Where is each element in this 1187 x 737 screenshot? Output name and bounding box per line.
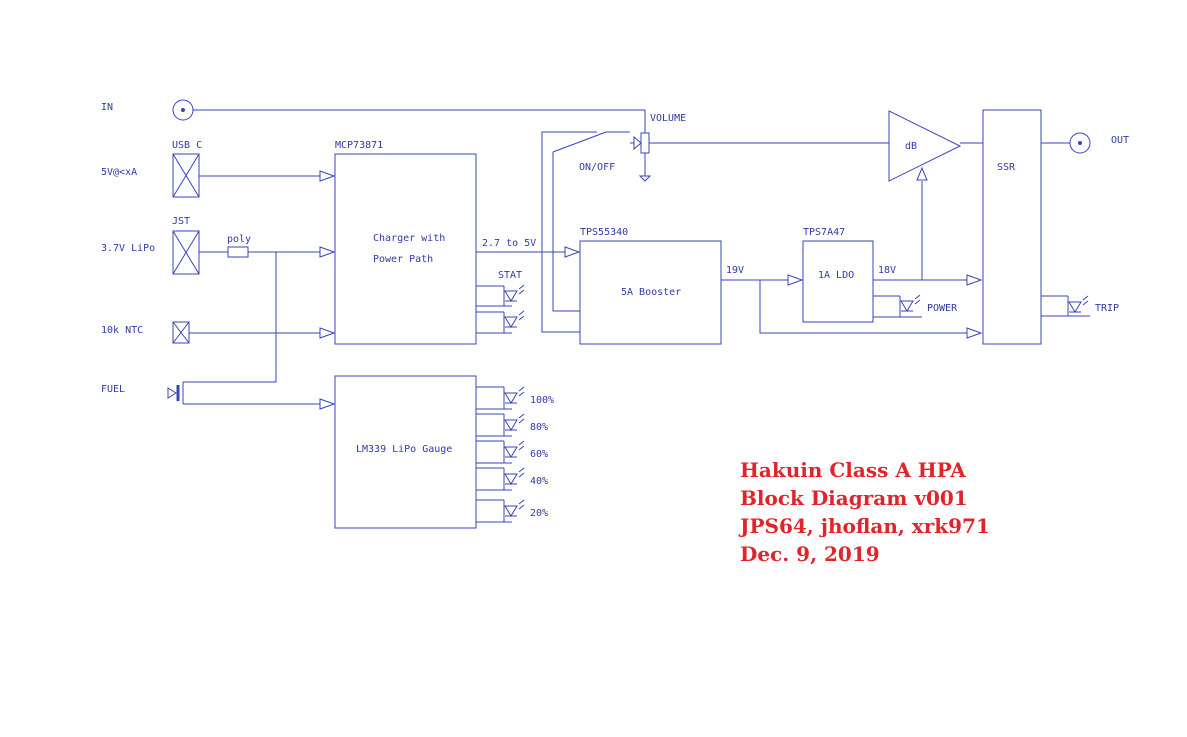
- charger-block: [334, 153, 477, 345]
- usb-arrow: [319, 170, 336, 182]
- booster-part-label: TPS55340: [580, 227, 628, 238]
- gauge-level-label: 20%: [530, 508, 548, 519]
- gauge-block: [334, 375, 477, 529]
- out-label: OUT: [1111, 135, 1129, 146]
- gauge-led-1-icon: [476, 413, 525, 437]
- credit-date: Dec. 9, 2019: [740, 542, 880, 566]
- in-label: IN: [101, 102, 113, 113]
- ssr-block: [982, 109, 1042, 345]
- fuel-arrow: [319, 398, 336, 410]
- gauge-level-label: 100%: [530, 395, 554, 406]
- usb-c-label: USB C: [172, 140, 202, 151]
- amp-label: dB: [905, 141, 917, 152]
- on-off-switch-icon: [541, 131, 630, 333]
- ntc-label: 10k NTC: [101, 325, 143, 336]
- trip-led-icon: [1041, 295, 1090, 317]
- volume-potentiometer: [630, 132, 652, 182]
- gauge-level-label: 60%: [530, 449, 548, 460]
- booster-title: 5A Booster: [621, 287, 681, 298]
- booster-out-label: 19V: [726, 265, 744, 276]
- ssr-power-arrow: [966, 327, 983, 339]
- gauge-level-label: 40%: [530, 476, 548, 487]
- in-connector: [172, 99, 194, 121]
- booster-out-arrow: [787, 274, 804, 286]
- gauge-title: LM339 LiPo Gauge: [356, 444, 452, 455]
- booster-bypass-wire: [759, 280, 967, 334]
- gauge-led-4-icon: [476, 499, 525, 523]
- charger-title-line1: Charger with: [373, 233, 445, 244]
- volume-label: VOLUME: [650, 113, 686, 124]
- lipo-arrow: [319, 246, 336, 258]
- ldo-part-label: TPS7A47: [803, 227, 845, 238]
- jst-connector: [172, 230, 200, 275]
- charger-part-label: MCP73871: [335, 140, 383, 151]
- gauge-led-2-icon: [476, 440, 525, 464]
- fuel-button-icon: [167, 382, 184, 404]
- power-label: POWER: [927, 303, 958, 314]
- poly-fuse: [227, 246, 249, 258]
- out-connector: [1069, 132, 1091, 154]
- fuel-label: FUEL: [101, 384, 125, 395]
- gauge-led-0-icon: [476, 386, 525, 410]
- stat-led-1-icon: [476, 284, 525, 307]
- power-led-icon: [873, 294, 922, 318]
- trip-label: TRIP: [1095, 303, 1119, 314]
- on-off-label: ON/OFF: [579, 162, 615, 173]
- usb-voltage-label: 5V@<xA: [101, 167, 137, 178]
- ssr-label: SSR: [997, 162, 1016, 173]
- charger-out-arrow: [564, 246, 581, 258]
- booster-block: [579, 240, 722, 345]
- charger-title-line2: Power Path: [373, 254, 433, 265]
- ntc-connector: [172, 321, 190, 344]
- gauge-led-group: 100% 80% 60% 40% 20%: [476, 386, 554, 523]
- gauge-led-3-icon: [476, 467, 525, 491]
- fuel-tap-wire: [183, 252, 277, 383]
- ldo-title: 1A LDO: [818, 270, 854, 281]
- amplifier-triangle: [888, 110, 983, 280]
- usb-c-connector: [172, 153, 200, 198]
- ldo-out-label: 18V: [878, 265, 896, 276]
- stat-label: STAT: [498, 270, 522, 281]
- charger-out-label: 2.7 to 5V: [482, 238, 536, 249]
- credit-authors: JPS64, jhoflan, xrk971: [738, 514, 990, 538]
- signal-input-wire: [193, 109, 646, 133]
- stat-led-2-icon: [476, 310, 525, 334]
- poly-label: poly: [227, 234, 251, 245]
- jst-label: JST: [172, 216, 190, 227]
- lipo-label: 3.7V LiPo: [101, 243, 155, 254]
- credit-title: Hakuin Class A HPA: [740, 458, 966, 482]
- credit-subtitle: Block Diagram v001: [740, 486, 968, 510]
- ldo-block: [802, 240, 874, 323]
- ssr-ldo-arrow: [966, 274, 983, 286]
- gauge-level-label: 80%: [530, 422, 548, 433]
- ntc-arrow: [319, 327, 336, 339]
